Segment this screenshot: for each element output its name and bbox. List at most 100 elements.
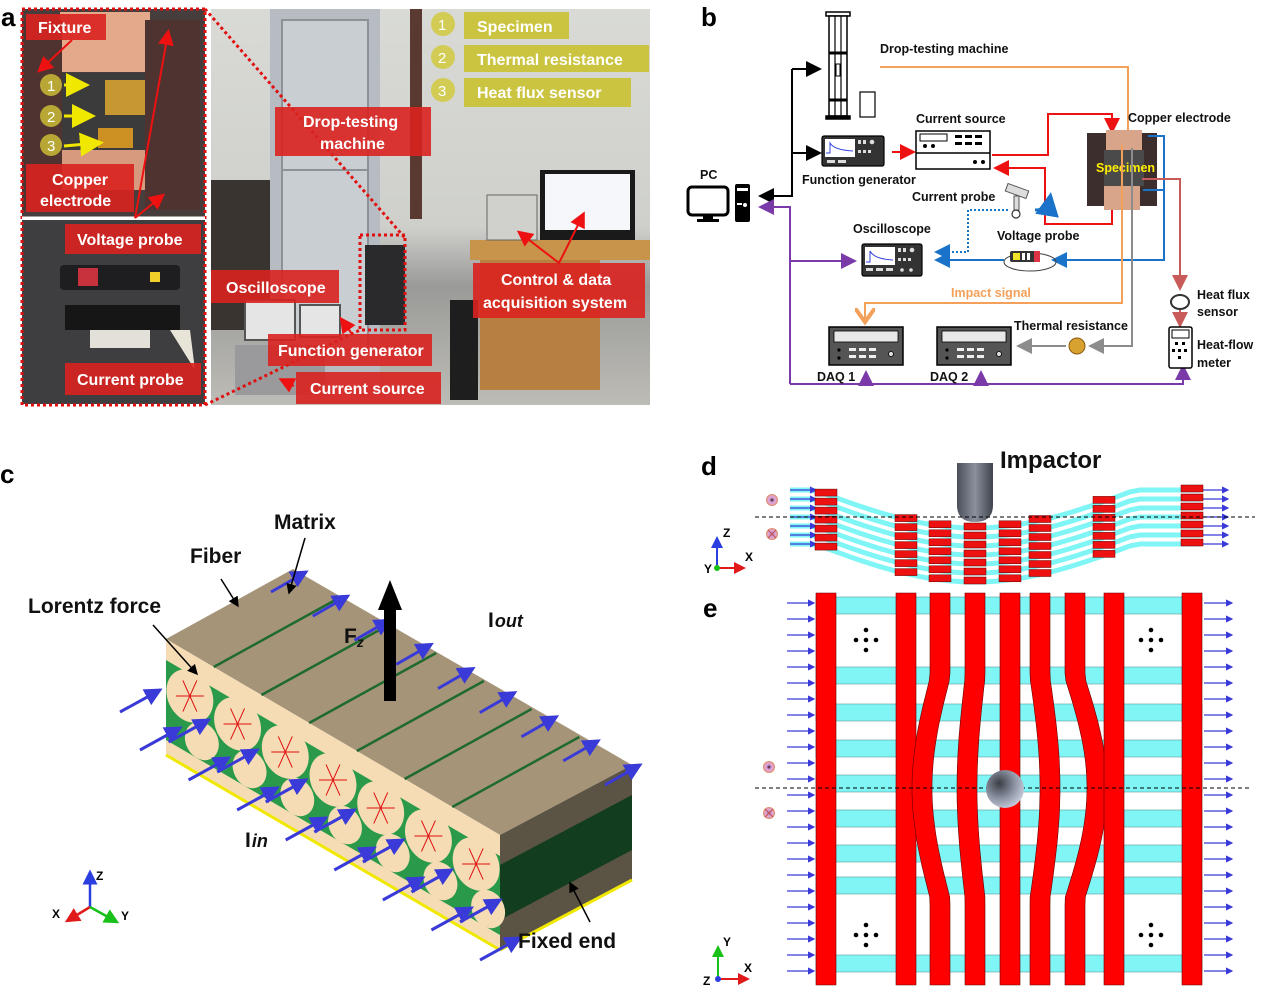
lorentz-force-vector xyxy=(332,764,341,781)
legend-item-thermal-resistance: 2 Thermal resistance xyxy=(431,45,649,72)
lorentz-force-vector xyxy=(380,792,389,809)
omitted-dots xyxy=(1138,637,1144,643)
legend-item-heat-flux-sensor: 3 Heat flux sensor xyxy=(431,78,631,107)
svg-text:X: X xyxy=(52,907,60,921)
svg-text:Z: Z xyxy=(703,974,710,988)
fiber-block xyxy=(963,522,987,531)
svg-text:Y: Y xyxy=(704,562,712,576)
lorentz-force-vector xyxy=(332,779,341,796)
label-heat-flux-2: sensor xyxy=(1197,305,1238,319)
label-current-source-b: Current source xyxy=(916,112,1006,126)
oscilloscope-icon xyxy=(861,243,923,277)
omitted-dots xyxy=(1148,932,1154,938)
fg-pointer-arrow xyxy=(339,316,356,335)
current-into-page-symbol xyxy=(766,528,778,540)
current-arrows xyxy=(119,570,643,962)
fiber-block xyxy=(1028,551,1052,559)
fiber-block xyxy=(1028,542,1052,550)
current-probe-signal-line xyxy=(934,209,1008,260)
svg-text:machine: machine xyxy=(320,136,385,153)
label-lorentz-force: Lorentz force xyxy=(28,595,161,618)
fiber-block xyxy=(1028,560,1052,568)
omitted-dots xyxy=(1138,932,1144,938)
fiber-block xyxy=(1180,502,1204,511)
current-source-icon xyxy=(915,130,991,170)
lorentz-force-vector xyxy=(277,751,286,768)
omitted-dots xyxy=(863,932,869,938)
current-in-arrow xyxy=(479,936,523,962)
fiber-block xyxy=(894,559,918,567)
fiber-block xyxy=(814,524,838,533)
label-current-probe: Current probe xyxy=(65,363,201,395)
current-in-arrow xyxy=(187,756,232,782)
tow-layer xyxy=(790,505,1200,549)
label-current-probe-b: Current probe xyxy=(912,190,995,204)
right-face-matrix-band xyxy=(500,795,632,920)
fiber-block xyxy=(998,547,1022,556)
current-return-line xyxy=(993,160,1113,225)
fiber-block xyxy=(998,574,1022,583)
svg-text:acquisition system: acquisition system xyxy=(483,295,627,312)
fiber-block xyxy=(1028,569,1052,577)
deformed-laminate xyxy=(790,484,1230,585)
omitted-dots xyxy=(1148,637,1154,643)
svg-text:Current probe: Current probe xyxy=(77,372,184,389)
fiber-block xyxy=(963,531,987,540)
lorentz-force-vector xyxy=(230,723,239,740)
label-function-generator: Function generator xyxy=(268,334,432,366)
fiber-block xyxy=(1092,523,1116,531)
label-matrix: Matrix xyxy=(274,511,336,534)
label-impact-signal: Impact signal xyxy=(951,286,1031,300)
fiber-block xyxy=(1092,514,1116,522)
lorentz-force-vector xyxy=(325,764,334,781)
fiber-block xyxy=(814,515,838,524)
fixed-end-edge-front xyxy=(165,753,501,952)
tow-layer xyxy=(790,523,1200,567)
fixture-pointer-arrow xyxy=(37,39,73,73)
axes-triad-c: Z X Y xyxy=(52,869,129,924)
lorentz-force-vector xyxy=(380,807,389,824)
fiber-block xyxy=(1092,550,1116,558)
label-heat-flux-1: Heat flux xyxy=(1197,288,1250,302)
lorentz-force-vector xyxy=(475,863,484,880)
fiber-block xyxy=(998,565,1022,574)
svg-text:Voltage probe: Voltage probe xyxy=(77,232,183,249)
numbered-legend: 1 Specimen 2 Thermal resistance 3 Heat f… xyxy=(431,12,649,107)
tow-layer xyxy=(790,487,1200,531)
matrix-line xyxy=(403,707,533,781)
numbered-markers-inset: 1 2 3 xyxy=(40,73,104,157)
current-in-arrow xyxy=(119,688,163,714)
impact-signal-line xyxy=(865,145,1123,320)
fiber-block xyxy=(1180,520,1204,529)
svg-text:X: X xyxy=(744,961,752,975)
lorentz-force-vector xyxy=(420,835,429,852)
zoom-dashed-line-bottom xyxy=(204,328,361,407)
svg-text:Control & data: Control & data xyxy=(501,272,611,289)
lorentz-force-vector xyxy=(230,708,239,725)
label-fixed-end: Fixed end xyxy=(518,930,616,953)
fiber-pointer xyxy=(220,578,239,608)
current-in-arrow xyxy=(430,906,475,932)
fiber-block xyxy=(1180,511,1204,520)
label-thermal-resistance-b: Thermal resistance xyxy=(1014,319,1128,333)
fiber-block xyxy=(1028,515,1052,523)
lorentz-pointer xyxy=(152,624,199,676)
fiber-block xyxy=(1028,533,1052,541)
axes-triad-d: Z X Y xyxy=(704,526,753,576)
fiber-block xyxy=(1092,541,1116,549)
voltage-probe-icon xyxy=(1003,251,1057,272)
matrix-line xyxy=(260,623,390,697)
svg-text:3: 3 xyxy=(47,138,55,155)
omitted-dots xyxy=(863,942,869,948)
panel-c: c Fz Iout Iin Matrix Fiber Lorentz force… xyxy=(0,459,643,962)
label-current-source: Current source xyxy=(296,372,441,404)
current-in-arrow xyxy=(333,846,377,872)
lorentz-force-vector xyxy=(427,820,436,837)
fiber-band xyxy=(815,592,837,986)
fiber-block xyxy=(1180,484,1204,493)
pc-icon xyxy=(686,184,750,222)
fiber-block xyxy=(1092,532,1116,540)
label-force-fz: Fz xyxy=(344,625,364,650)
label-drop-testing-machine-b: Drop-testing machine xyxy=(880,42,1009,56)
fiber-block xyxy=(963,540,987,549)
